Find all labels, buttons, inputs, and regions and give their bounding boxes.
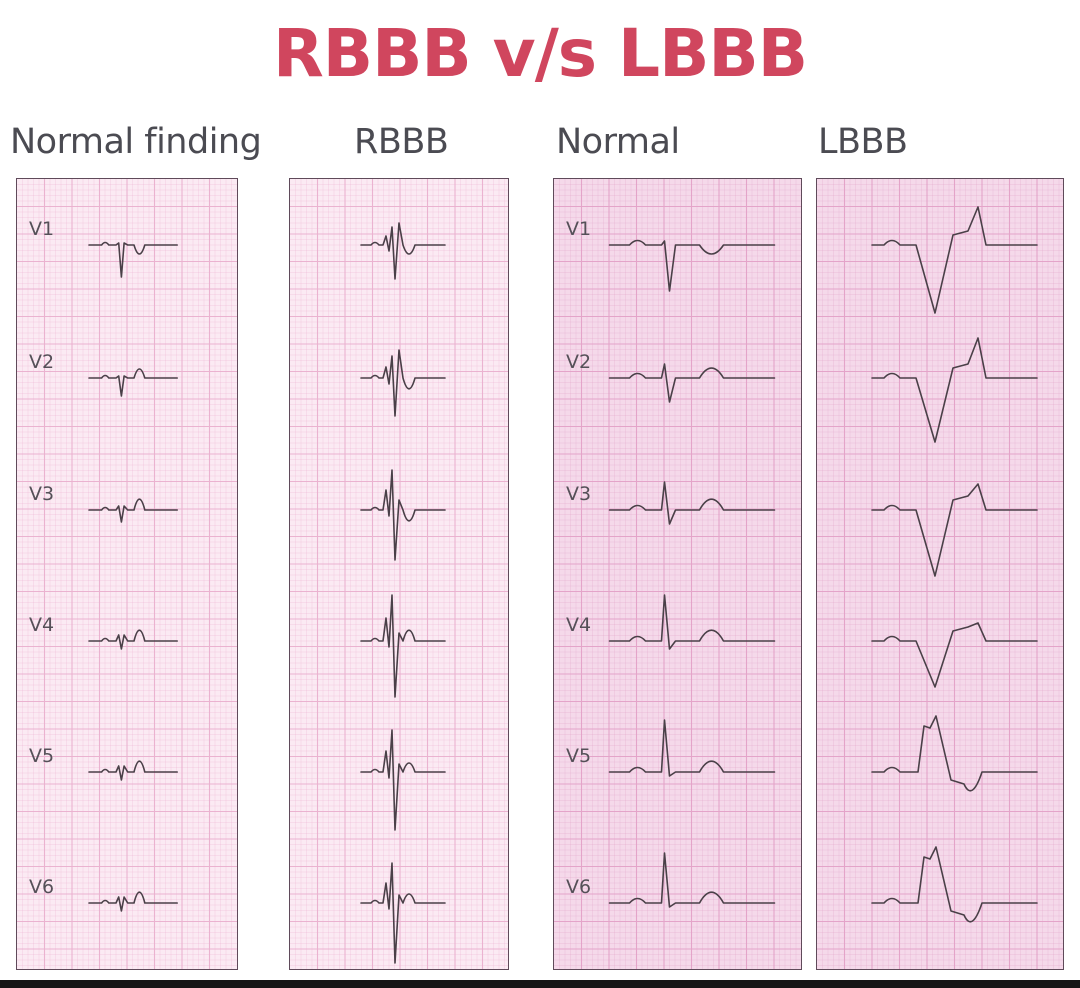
- ecg-trace-v1: [608, 239, 776, 292]
- ecg-trace-v1: [360, 222, 446, 280]
- lead-label-v5: V5: [566, 745, 592, 767]
- lead-label-v6: V6: [29, 876, 55, 898]
- column-label-normal: Normal: [556, 122, 680, 162]
- ecg-trace-v3: [608, 481, 776, 525]
- lead-label-v4: V4: [566, 614, 592, 636]
- ecg-trace-v1: [88, 241, 178, 278]
- ecg-grid: [290, 179, 508, 969]
- ecg-grid: [554, 179, 801, 969]
- ecg-trace-v2: [88, 368, 178, 397]
- ecg-panel-rbbb: [289, 178, 509, 970]
- ecg-trace-v5: [360, 729, 446, 831]
- ecg-trace-v4: [88, 629, 178, 650]
- ecg-trace-v1: [871, 206, 1038, 314]
- ecg-trace-v6: [88, 891, 178, 912]
- lead-label-v5: V5: [29, 745, 55, 767]
- lead-label-v2: V2: [29, 351, 55, 373]
- ecg-panel-lbbb: [816, 178, 1064, 970]
- ecg-grid: [17, 179, 237, 969]
- lead-label-v3: V3: [566, 483, 592, 505]
- column-label-normal-finding: Normal finding: [10, 122, 262, 162]
- lead-label-v1: V1: [29, 218, 55, 240]
- column-label-lbbb: LBBB: [818, 122, 908, 162]
- ecg-trace-v5: [871, 715, 1038, 792]
- ecg-trace-v6: [871, 846, 1038, 923]
- ecg-trace-v2: [871, 337, 1038, 443]
- ecg-trace-v6: [360, 862, 446, 964]
- ecg-grid: [817, 179, 1063, 969]
- ecg-trace-v4: [360, 594, 446, 698]
- ecg-trace-v3: [88, 498, 178, 523]
- lead-label-v4: V4: [29, 614, 55, 636]
- ecg-trace-v5: [88, 760, 178, 781]
- ecg-trace-v3: [360, 469, 446, 561]
- lead-label-v6: V6: [566, 876, 592, 898]
- ecg-trace-v5: [608, 719, 776, 777]
- ecg-trace-v4: [871, 622, 1038, 688]
- ecg-trace-v3: [871, 483, 1038, 577]
- ecg-trace-v6: [608, 852, 776, 908]
- column-label-rbbb: RBBB: [354, 122, 449, 162]
- lead-label-v3: V3: [29, 483, 55, 505]
- lead-label-v2: V2: [566, 351, 592, 373]
- ecg-trace-v4: [608, 594, 776, 650]
- ecg-trace-v2: [360, 349, 446, 417]
- page-title: RBBB v/s LBBB: [272, 15, 808, 92]
- lead-label-v1: V1: [566, 218, 592, 240]
- bottom-rule: [0, 980, 1080, 988]
- ecg-trace-v2: [608, 363, 776, 403]
